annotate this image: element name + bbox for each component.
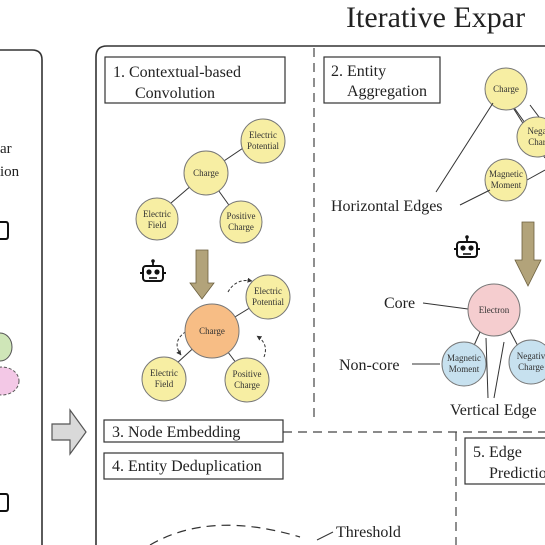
robot-icon <box>453 234 481 258</box>
main-panel-frame <box>95 45 545 545</box>
node-electron <box>467 283 521 337</box>
node-negative-charge-noncore <box>508 339 545 385</box>
graph-bottom: Electric Potential Charge Electric Field… <box>141 274 291 403</box>
section-5-title-line2: Predictio <box>489 465 545 482</box>
node-label: Positive <box>226 211 255 221</box>
graph-top: Electric Potential Charge Electric Field… <box>135 118 286 244</box>
node-label: Positive <box>232 369 261 379</box>
vertical-edges-pointer-2 <box>493 341 505 399</box>
node-magnetic-moment-agg <box>484 158 528 202</box>
section-4-box <box>103 452 284 480</box>
node-label: Electric <box>143 209 171 219</box>
node-label: Field <box>148 220 167 230</box>
figure-title: Iterative Expar <box>346 1 525 34</box>
aggregation-graph: Charge Nega Char Magnetic Moment <box>484 67 545 202</box>
threshold-curve <box>149 524 301 545</box>
vertical-edges-label: Vertical Edge <box>450 402 537 419</box>
down-arrow-2 <box>514 221 542 287</box>
section-1-box <box>104 56 286 104</box>
left-panel-fragment-1: ar <box>0 141 12 157</box>
node-electric-field <box>135 197 179 241</box>
horizontal-edges-label: Horizontal Edges <box>331 198 443 215</box>
node-label: Moment <box>491 180 522 190</box>
section-5-title-line1: 5. Edge <box>473 444 522 461</box>
section-2-title-line2: Aggregation <box>347 83 427 100</box>
node-label: Charge <box>193 168 219 178</box>
node-label: Electric <box>150 368 178 378</box>
node-label: Charge <box>234 380 260 390</box>
node-label: Charge <box>518 362 544 372</box>
section-3-title: 3. Node Embedding <box>112 424 240 441</box>
node-label: Magnetic <box>447 353 481 363</box>
node-label: Moment <box>449 364 480 374</box>
node-label: Charge <box>493 84 519 94</box>
node-electric-potential-2 <box>245 274 291 320</box>
section-1-title-line2: Convolution <box>135 85 215 102</box>
threshold-label: Threshold <box>336 524 401 541</box>
section-3-box <box>103 419 284 443</box>
node-magnetic-moment-noncore <box>441 341 487 387</box>
robot-icon-partial-1 <box>0 221 9 240</box>
threshold-pointer <box>316 531 334 541</box>
transition-arrow <box>51 408 87 456</box>
node-label: Magnetic <box>489 169 523 179</box>
node-charge-agg <box>484 67 528 111</box>
vertical-edges-pointer-1 <box>485 337 489 399</box>
node-label: Charge <box>199 326 225 336</box>
robot-icon-partial-2 <box>0 493 9 512</box>
node-label: Negativ <box>517 351 545 361</box>
section-5-box <box>464 437 545 485</box>
partial-pink-node <box>0 366 20 396</box>
node-label: Electric <box>249 130 277 140</box>
node-label: Potential <box>247 141 279 151</box>
node-electric-potential <box>240 118 286 164</box>
core-pointer <box>422 302 469 310</box>
left-panel-frame <box>0 49 43 545</box>
section-2-box <box>323 56 441 104</box>
node-label: Potential <box>252 297 284 307</box>
non-core-label: Non-core <box>339 357 399 374</box>
core-label: Core <box>384 295 415 312</box>
horizontal-edges-pointer-2 <box>459 189 491 206</box>
node-label: Electron <box>479 305 510 315</box>
partial-green-node <box>0 332 13 362</box>
horizontal-edges-pointer-1 <box>435 102 494 193</box>
node-label: Charge <box>228 222 254 232</box>
section-2-title-line1: 2. Entity <box>331 63 386 80</box>
node-charge-highlight <box>184 303 240 359</box>
node-label: Nega <box>528 126 545 136</box>
node-positive-charge <box>219 200 263 244</box>
robot-icon <box>139 258 167 282</box>
down-arrow-1 <box>189 249 215 300</box>
node-charge <box>183 150 229 196</box>
node-label: Char <box>528 137 545 147</box>
left-panel-fragment-2: ion <box>0 164 20 180</box>
node-positive-charge-2 <box>224 357 270 403</box>
node-label: Field <box>155 379 174 389</box>
node-negative-charge-agg <box>516 116 545 158</box>
node-label: Electric <box>254 286 282 296</box>
node-electric-field-2 <box>141 356 187 402</box>
section-4-title: 4. Entity Deduplication <box>112 458 262 475</box>
section-1-title-line1: 1. Contextual-based <box>113 64 241 81</box>
